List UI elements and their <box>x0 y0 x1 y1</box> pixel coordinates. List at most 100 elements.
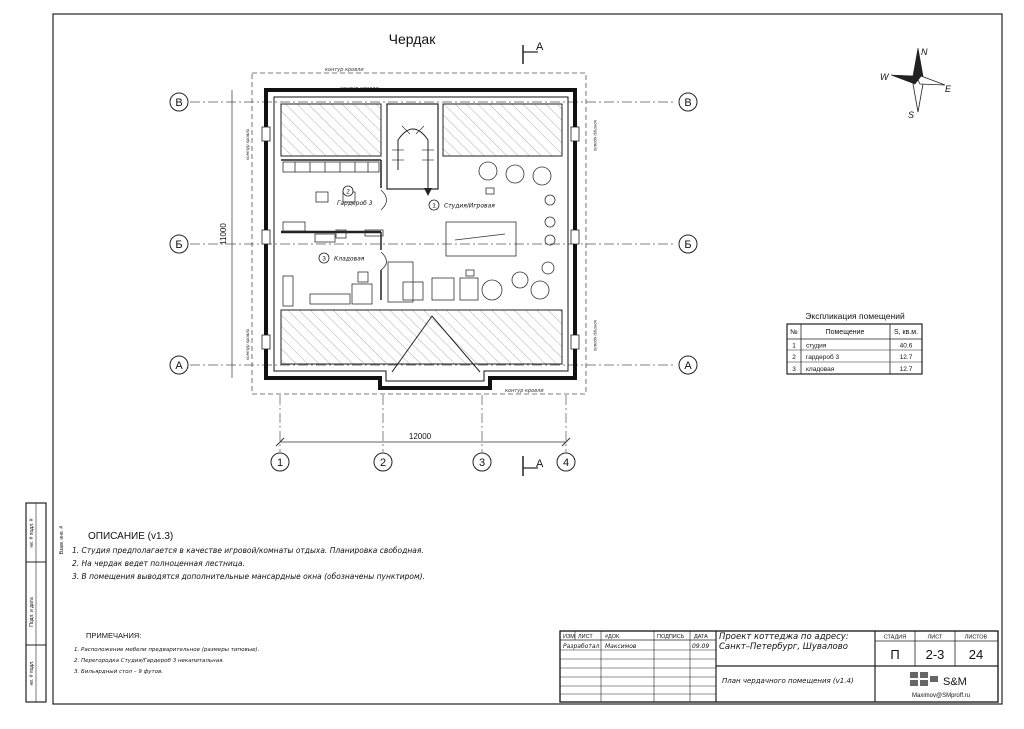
company-email: Maximov@SMproff.ru <box>912 693 970 699</box>
svg-text:1: 1 <box>792 343 796 350</box>
svg-text:№: № <box>790 329 798 336</box>
svg-text:Максимов: Максимов <box>605 643 637 650</box>
svg-text:СТАДИЯ: СТАДИЯ <box>884 635 906 641</box>
dimension-width: 12000 <box>275 432 571 447</box>
svg-text:E: E <box>945 84 952 94</box>
svg-text:Гардероб 3: Гардероб 3 <box>337 200 373 207</box>
svg-text:W: W <box>880 72 890 82</box>
svg-text:1: 1 <box>277 457 283 469</box>
sheet-value: 2-3 <box>926 647 945 662</box>
wall-windows <box>261 126 580 350</box>
svg-text:Подп. и дата: Подп. и дата <box>29 597 35 627</box>
sheet-title: План чердачного помещения (v1.4) <box>722 677 854 685</box>
notes-block: ПРИМЕЧАНИЯ: 1. Расположение мебели предв… <box>74 631 260 675</box>
room-labels: 1 Студия/Игровая 2 Гардероб 3 3 Кладовая <box>318 185 495 264</box>
svg-text:3: 3 <box>479 457 485 469</box>
svg-text:Помещение: Помещение <box>826 329 865 336</box>
svg-text:3. Бильярдный стол – 9 футов.: 3. Бильярдный стол – 9 футов. <box>74 669 163 675</box>
room-label-3: 3 Кладовая <box>318 252 365 264</box>
svg-text:кладовая: кладовая <box>806 366 835 373</box>
compass-rose-icon: N S E W <box>880 47 952 120</box>
svg-text:2: 2 <box>346 189 350 196</box>
svg-text:1. Студия предполагается в кач: 1. Студия предполагается в качестве игро… <box>72 546 424 555</box>
svg-text:12000: 12000 <box>409 432 432 441</box>
svg-text:A: A <box>536 458 544 470</box>
explication-table: Экспликация помещений № Помещение S, кв.… <box>786 311 923 375</box>
svg-text:контур кровли: контур кровли <box>325 67 364 73</box>
window-labels: контур кровли контур кровли контур кровл… <box>245 120 598 360</box>
axis-bubble-4: 4 <box>556 452 576 472</box>
svg-text:ЛИСТ: ЛИСТ <box>928 635 943 641</box>
stage-value: П <box>890 647 899 662</box>
svg-text:A: A <box>175 360 183 372</box>
partitions <box>281 159 382 300</box>
svg-text:A: A <box>684 360 692 372</box>
svg-text:контур кровли: контур кровли <box>245 128 250 160</box>
svg-text:2. Перегородка Студия/Гардероб: 2. Перегородка Студия/Гардероб 3 некапит… <box>74 658 224 664</box>
description-title: ОПИСАНИЕ (v1.3) <box>88 531 173 542</box>
svg-text:ИЗМ: ИЗМ <box>563 634 575 640</box>
axis-bubbles: В В Б Б A A 1 2 3 4 <box>169 92 698 472</box>
section-marker-bottom: A <box>522 456 544 476</box>
svg-text:ДАТА: ДАТА <box>694 634 708 640</box>
dimension-height: 11000 <box>219 90 233 378</box>
axis-bubble-b-right: Б <box>678 234 698 254</box>
svg-text:контур кровли: контур кровли <box>245 328 250 360</box>
svg-text:Б: Б <box>175 239 182 251</box>
axis-bubble-1: 1 <box>270 452 290 472</box>
staircase <box>386 103 439 196</box>
svg-text:12.7: 12.7 <box>900 354 913 361</box>
table-row: 3 кладовая 12.7 <box>792 366 913 373</box>
svg-text:A: A <box>536 41 544 53</box>
svg-text:4: 4 <box>563 457 569 469</box>
svg-text:40.6: 40.6 <box>900 343 913 350</box>
svg-text:контур кровли: контур кровли <box>505 388 544 394</box>
svg-text:Б: Б <box>684 239 691 251</box>
svg-text:3. В помещения выводятся допол: 3. В помещения выводятся дополнительные … <box>72 572 425 581</box>
svg-text:нв. # подл. #: нв. # подл. # <box>29 518 35 547</box>
svg-text:нв. # подл.: нв. # подл. <box>29 661 35 686</box>
svg-text:В: В <box>175 97 182 109</box>
sheet-frame <box>52 13 1003 705</box>
svg-text:2: 2 <box>380 457 386 469</box>
svg-text:2: 2 <box>792 354 796 361</box>
axis-bubble-v-right: В <box>678 92 698 112</box>
room-label-2: 2 Гардероб 3 <box>337 185 373 207</box>
svg-text:контур кровли: контур кровли <box>593 320 598 352</box>
svg-text:11000: 11000 <box>219 223 228 245</box>
svg-text:#ДОК.: #ДОК. <box>605 634 621 640</box>
axis-bubble-2: 2 <box>373 452 393 472</box>
svg-text:Взам. инв. #: Взам. инв. # <box>59 526 65 555</box>
axis-lines <box>190 101 676 452</box>
title-block: ИЗМ ЛИСТ #ДОК. ПОДПИСЬ ДАТА Разработал М… <box>559 630 999 703</box>
svg-text:12.7: 12.7 <box>900 366 913 373</box>
svg-text:ЛИСТ: ЛИСТ <box>578 634 593 640</box>
svg-text:09.09: 09.09 <box>692 643 709 650</box>
building-walls <box>264 88 577 390</box>
company-logo-icon <box>910 672 938 686</box>
axis-bubble-a-right: A <box>678 355 698 375</box>
svg-text:N: N <box>921 47 928 57</box>
svg-text:Кладовая: Кладовая <box>334 256 365 263</box>
svg-text:1: 1 <box>432 203 436 210</box>
sheets-value: 24 <box>969 647 983 662</box>
svg-text:2. На чердак ведет полноценная: 2. На чердак ведет полноценная лестница. <box>72 559 245 568</box>
table-row: 2 гардероб 3 12.7 <box>792 353 913 361</box>
company-name: S&M <box>943 676 967 688</box>
svg-text:S: S <box>908 110 914 120</box>
axis-bubble-a-left: A <box>169 355 189 375</box>
svg-text:ПОДПИСЬ: ПОДПИСЬ <box>657 634 685 640</box>
axis-bubble-3: 3 <box>472 452 492 472</box>
table-row: 1 студия 40.6 <box>792 343 913 350</box>
svg-text:ЛИСТОВ: ЛИСТОВ <box>965 635 988 641</box>
axis-bubble-v-left: В <box>169 92 189 112</box>
description-block: ОПИСАНИЕ (v1.3) 1. Студия предполагается… <box>72 531 425 581</box>
svg-text:S, кв.м.: S, кв.м. <box>894 329 918 336</box>
room-label-1: 1 Студия/Игровая <box>428 199 495 211</box>
drawing-title: Чердак <box>389 31 437 47</box>
svg-text:3: 3 <box>792 366 796 373</box>
notes-title: ПРИМЕЧАНИЯ: <box>86 631 141 640</box>
side-stamp: нв. # подл. # Взам. инв. # Подп. и дата … <box>25 502 65 703</box>
